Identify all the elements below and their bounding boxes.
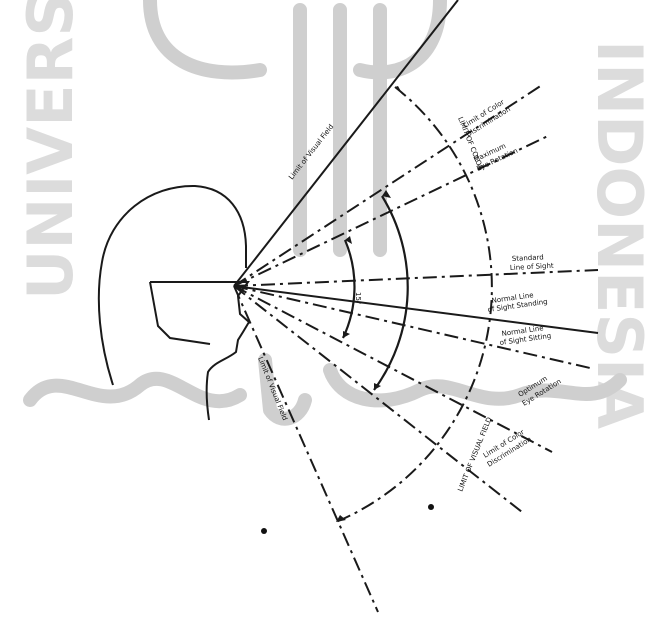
watermark: UNIVERSITAS INDONESIA — [14, 0, 650, 429]
arc-outer — [336, 87, 492, 522]
arc-outer-top-arrow — [395, 86, 403, 95]
ink-speck — [428, 504, 434, 510]
ink-speck — [261, 528, 267, 534]
watermark-left-text: UNIVERSITAS — [14, 0, 87, 300]
head-outline — [99, 186, 246, 385]
watermark-emblem — [150, 0, 440, 250]
line-standard-sight — [234, 270, 598, 286]
line-normal-sight-standing — [234, 286, 598, 333]
label-standard-sight-2: Line of Sight — [510, 262, 554, 272]
watermark-right-text: INDONESIA — [583, 40, 650, 429]
line-visual-field-bottom — [234, 286, 378, 612]
jaw-line — [150, 282, 210, 344]
label-arc-angle: 15° — [354, 292, 362, 304]
